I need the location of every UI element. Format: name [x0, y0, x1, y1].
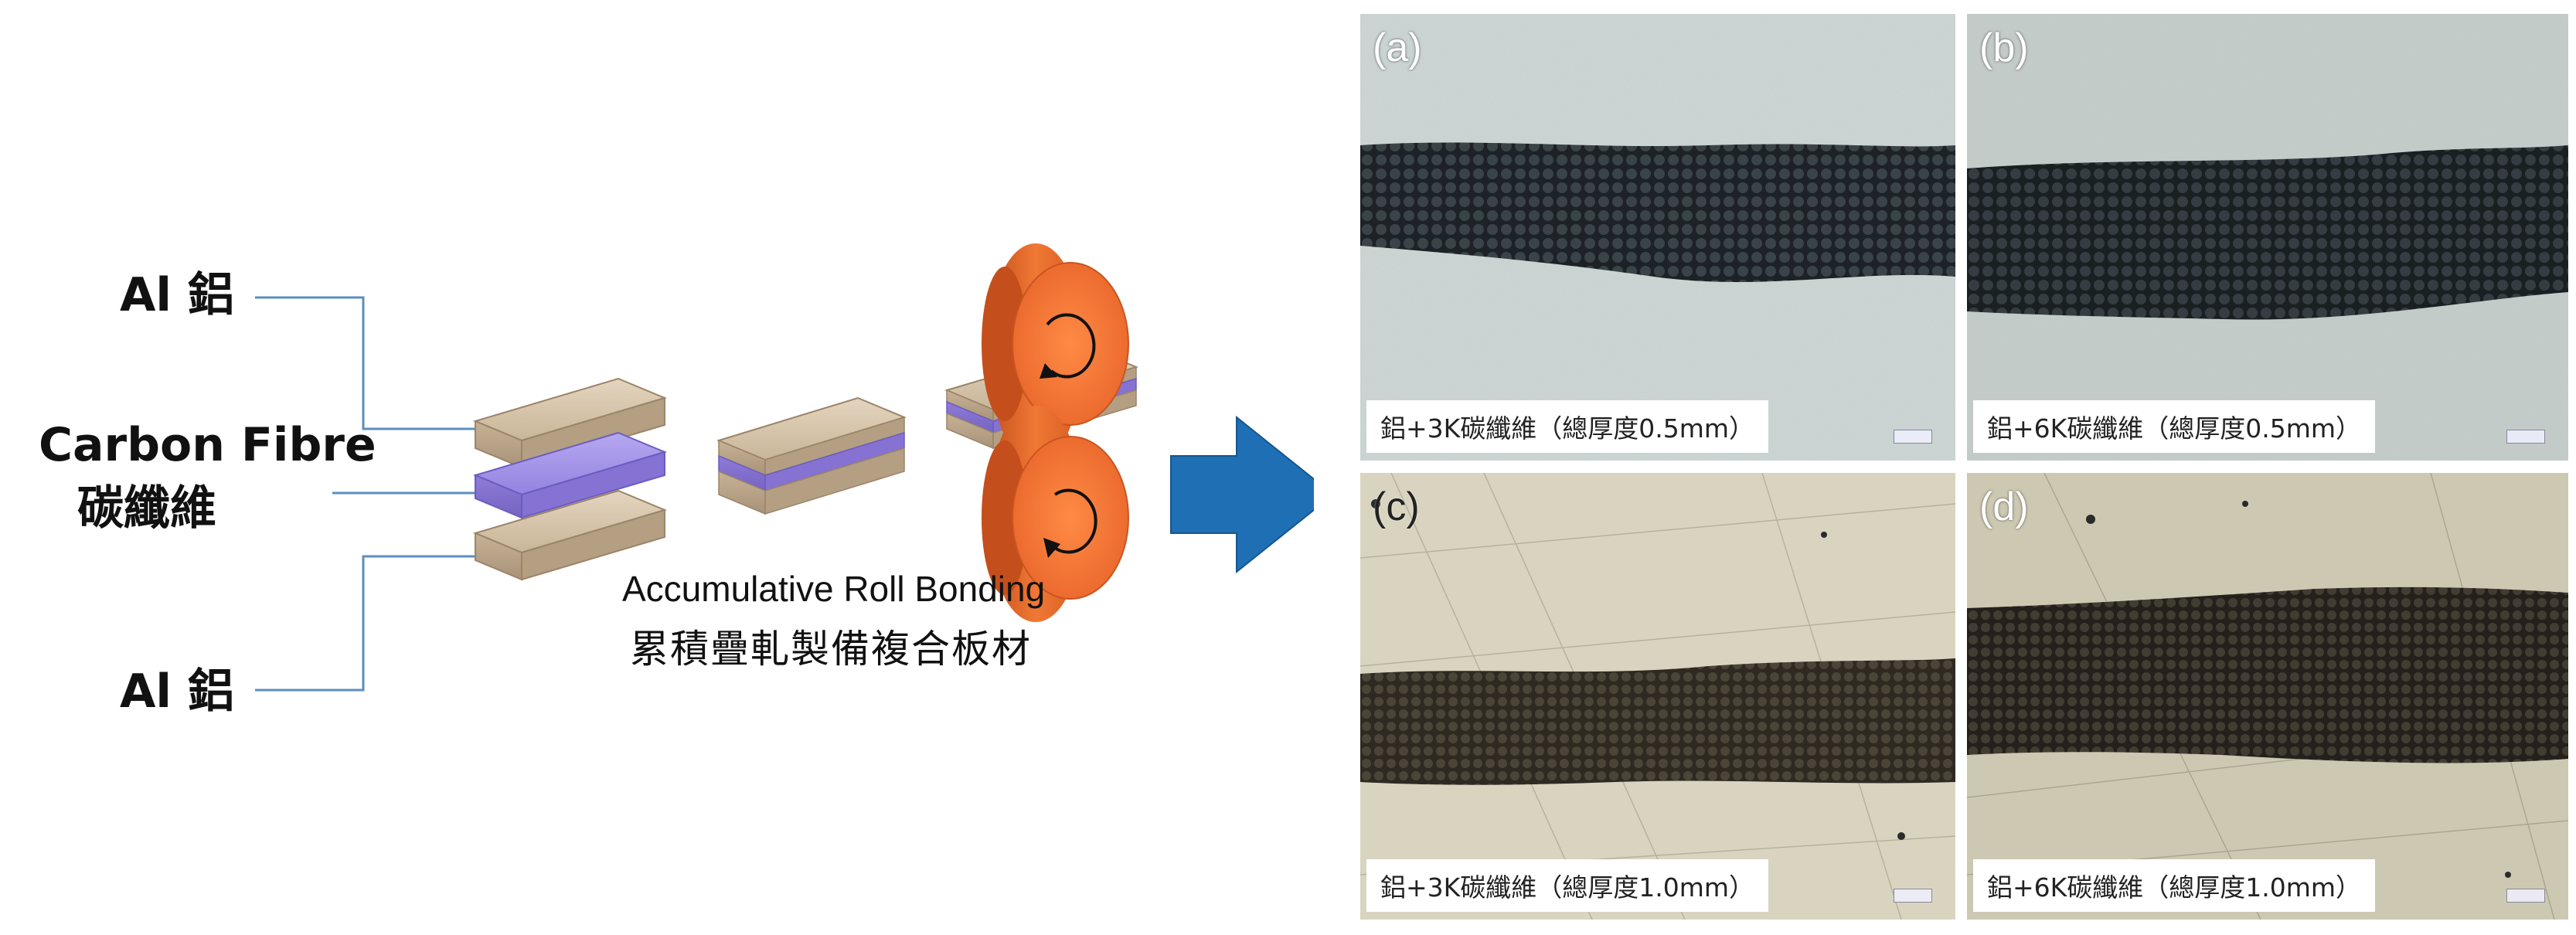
panel-tag-c: (c) [1373, 484, 1420, 529]
leader-line-al-bottom [255, 555, 479, 692]
roller-top [982, 243, 1129, 460]
panel-caption-d: 鋁+6K碳纖維（總厚度1.0mm） [1973, 859, 2376, 912]
arb-schematic [255, 243, 1314, 692]
label-al-top: Al 鋁 [120, 268, 234, 322]
panel-caption-a: 鋁+3K碳纖維（總厚度0.5mm） [1366, 400, 1769, 453]
micrograph-panel-c: (c) 鋁+3K碳纖維（總厚度1.0mm） [1360, 473, 1955, 920]
leader-line-al-top [255, 296, 479, 430]
plate-carbon-fibre [473, 431, 667, 519]
micrograph-panel-a: (a) 鋁+3K碳纖維（總厚度0.5mm） [1360, 14, 1955, 461]
label-carbon-fibre-en: Carbon Fibre [39, 418, 376, 472]
caption-arb-zh: 累積疊軋製備複合板材 [630, 627, 1032, 672]
panel-caption-b: 鋁+6K碳纖維（總厚度0.5mm） [1973, 400, 2376, 453]
panel-tag-d: (d) [1979, 484, 2029, 529]
label-al-bottom: Al 鋁 [120, 665, 234, 719]
arrow-right-icon [1170, 415, 1314, 574]
plate-al-bottom [473, 489, 667, 581]
micrograph-panel-b: (b) 鋁+6K碳纖維（總厚度0.5mm） [1967, 14, 2568, 461]
panel-tag-b: (b) [1979, 26, 2029, 70]
scale-bar [2506, 430, 2545, 444]
scale-bar [2506, 889, 2545, 903]
panel-caption-c: 鋁+3K碳纖維（總厚度1.0mm） [1366, 859, 1769, 912]
panel-tag-a: (a) [1373, 26, 1422, 70]
scale-bar [1894, 889, 1932, 903]
scale-bar [1894, 430, 1932, 444]
roller-bottom [982, 406, 1129, 622]
label-carbon-fibre-zh: 碳纖維 [77, 481, 216, 536]
caption-arb-en: Accumulative Roll Bonding [622, 569, 1046, 609]
micrograph-panel-d: (d) 鋁+6K碳纖維（總厚度1.0mm） [1967, 473, 2568, 920]
sandwich-stack [716, 396, 907, 515]
